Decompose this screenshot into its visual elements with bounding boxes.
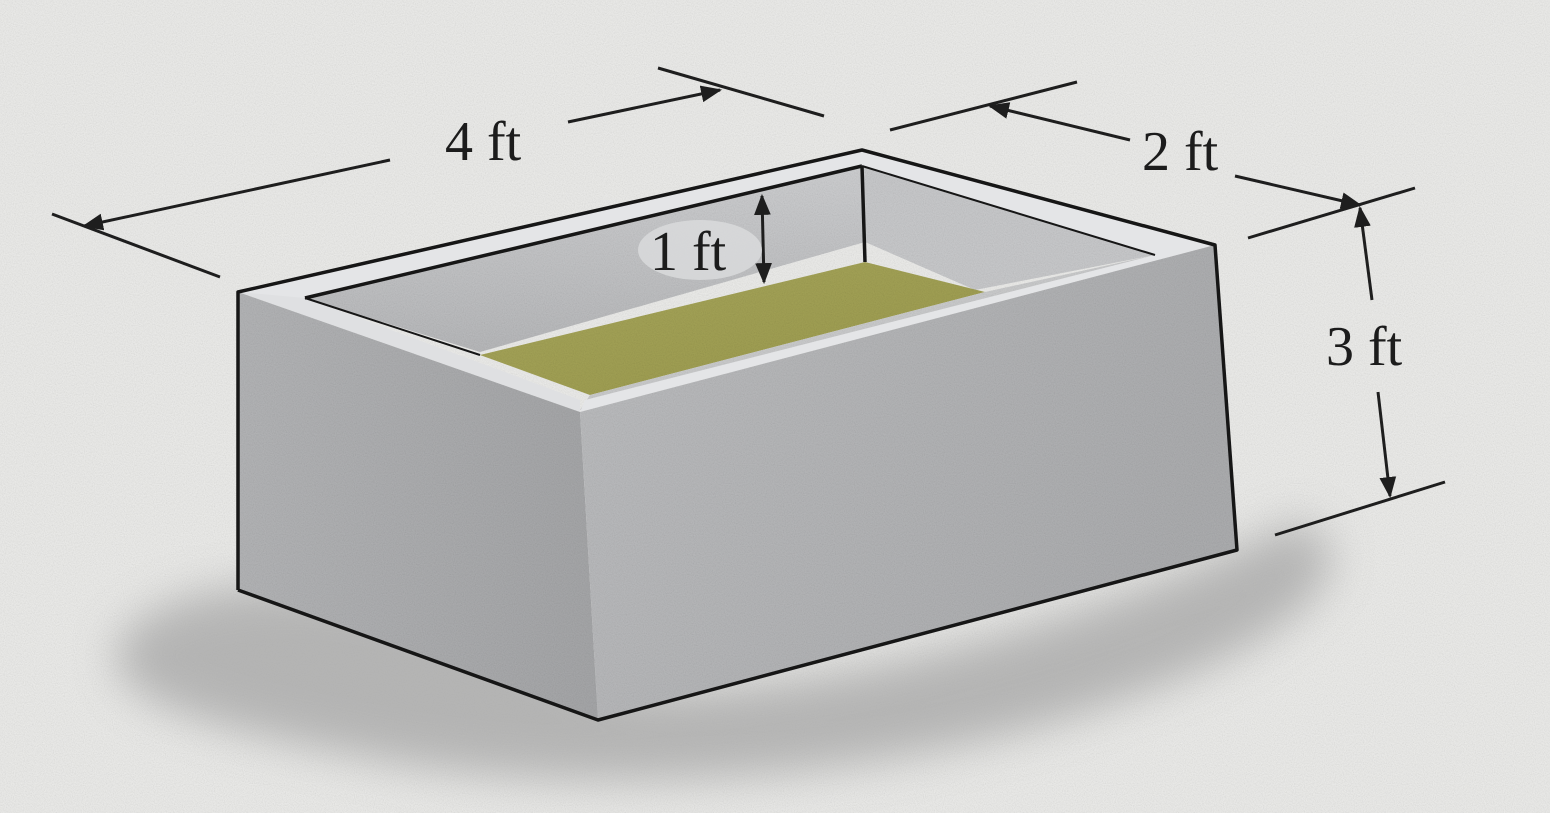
box-left-face — [238, 292, 598, 720]
dimension-line-1ft — [754, 193, 772, 285]
box-front-face — [580, 245, 1237, 720]
label-length: 4 ft — [445, 111, 522, 173]
label-1ft-backdrop — [638, 220, 762, 280]
box-inner-edge-left — [304, 297, 481, 356]
label-fill-depth: 1 ft — [650, 221, 727, 283]
dimension-line-2ft-a — [987, 102, 1131, 142]
inner-back-wall — [305, 165, 865, 352]
label-height: 3 ft — [1326, 316, 1403, 378]
box-inner-edge-right — [860, 165, 867, 263]
extension-line-4ft-right — [657, 66, 825, 118]
extension-line-2ft-right — [1247, 186, 1416, 240]
box-inner-edge-rim — [861, 165, 1156, 256]
dimension-line-2ft-b — [1234, 174, 1363, 209]
box-outline — [236, 148, 1239, 722]
dimension-line-3ft-a — [1354, 205, 1374, 301]
extension-line-3ft-bottom — [1274, 480, 1446, 537]
ground-shadow — [115, 520, 1332, 780]
dimension-line-4ft-b — [567, 85, 723, 124]
box-inner-edge-back — [304, 164, 863, 300]
dimension-line-4ft-a — [81, 158, 391, 231]
label-width: 2 ft — [1142, 121, 1219, 183]
extension-line-2ft-left — [889, 80, 1078, 132]
liquid-surface — [480, 262, 985, 395]
inner-right-wall — [862, 165, 1155, 290]
extension-line-4ft-left — [51, 212, 221, 279]
dimension-line-3ft-b — [1376, 391, 1397, 499]
